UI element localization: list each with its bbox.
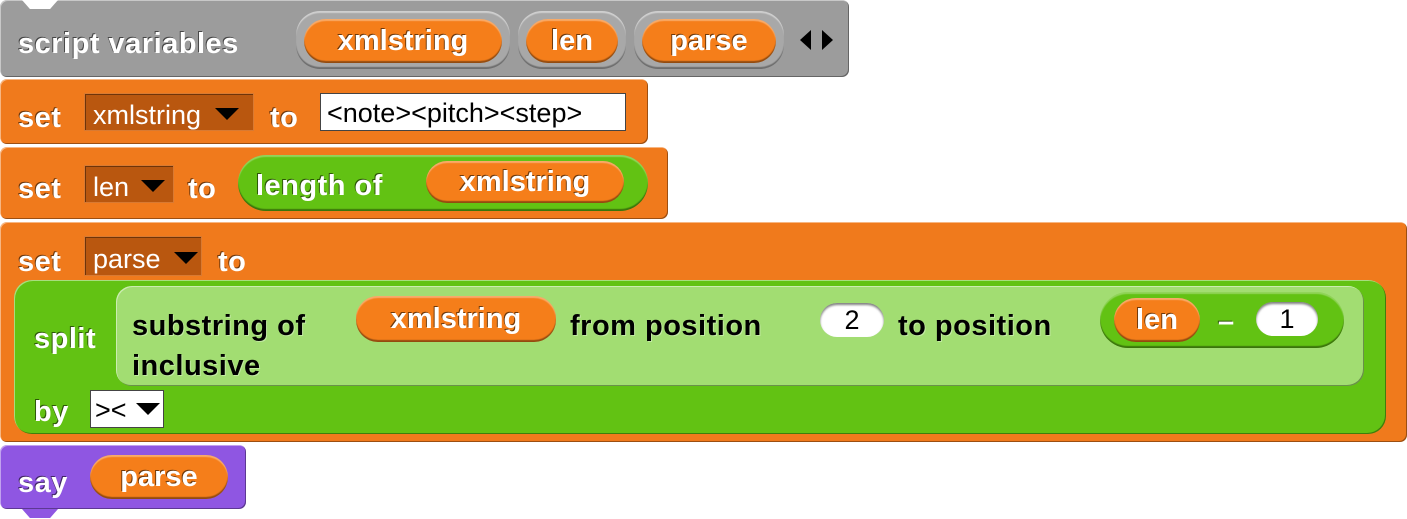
say-label: say — [18, 467, 68, 499]
minus-right-input[interactable]: 1 — [1256, 302, 1318, 336]
set-parse-block[interactable]: set parse to split substring of xmlstrin… — [0, 222, 1407, 442]
text-input-value[interactable]: <note><pitch><step> — [320, 93, 626, 131]
block-top-notch — [22, 0, 58, 9]
variable-len-reporter[interactable]: len — [526, 19, 618, 63]
chevron-down-icon — [140, 179, 165, 192]
to-position-label: to position — [898, 310, 1052, 342]
chevron-down-icon — [174, 251, 199, 264]
variable-xmlstring-reporter[interactable]: xmlstring — [426, 161, 624, 203]
minus-sign: – — [1218, 306, 1235, 338]
variable-len-reporter[interactable]: len — [1114, 298, 1200, 342]
script-variables-label: script variables — [18, 28, 239, 60]
split-by-dropdown[interactable]: >< — [90, 390, 164, 428]
set-xmlstring-block[interactable]: set xmlstring to <note><pitch><step> — [0, 79, 648, 144]
variable-parse-reporter[interactable]: parse — [642, 19, 776, 63]
variable-parse-reporter[interactable]: parse — [90, 455, 228, 499]
set-label: set — [18, 173, 62, 205]
dropdown-value: parse — [93, 244, 161, 274]
split-reporter[interactable]: split substring of xmlstring from positi… — [14, 280, 1386, 434]
minus-reporter[interactable]: len – 1 — [1100, 292, 1344, 348]
to-label: to — [218, 246, 247, 278]
chevron-down-icon — [214, 107, 239, 120]
variable-dropdown-len[interactable]: len — [84, 165, 174, 203]
left-arrow-icon[interactable] — [800, 30, 811, 50]
substring-reporter[interactable]: substring of xmlstring from position 2 t… — [116, 286, 1364, 386]
dropdown-value: xmlstring — [93, 100, 202, 130]
left-right-arrows-icon[interactable] — [796, 28, 838, 52]
variable-dropdown-xmlstring[interactable]: xmlstring — [84, 93, 254, 131]
to-label: to — [270, 102, 299, 134]
variable-dropdown-parse[interactable]: parse — [84, 236, 202, 276]
from-position-label: from position — [570, 310, 762, 342]
variable-xmlstring-reporter[interactable]: xmlstring — [304, 19, 502, 63]
dropdown-value: >< — [95, 395, 127, 425]
set-label: set — [18, 246, 62, 278]
length-of-label: length of — [256, 170, 383, 202]
variable-xmlstring-reporter[interactable]: xmlstring — [356, 296, 556, 342]
set-len-block[interactable]: set len to length of xmlstring — [0, 147, 668, 219]
split-label: split — [34, 323, 97, 355]
say-block[interactable]: say parse — [0, 445, 246, 518]
block-bottom-notch — [22, 509, 58, 518]
right-arrow-icon[interactable] — [822, 30, 833, 50]
script-variables-block[interactable]: script variables xmlstring len parse — [0, 0, 849, 77]
substring-of-label: substring of — [132, 310, 306, 342]
to-label: to — [188, 173, 217, 205]
from-position-input[interactable]: 2 — [820, 303, 884, 337]
by-label: by — [34, 396, 69, 428]
inclusive-label: inclusive — [132, 350, 261, 382]
dropdown-value: len — [93, 172, 130, 202]
length-of-reporter[interactable]: length of xmlstring — [238, 155, 648, 211]
set-label: set — [18, 102, 62, 134]
chevron-down-icon — [136, 402, 161, 415]
